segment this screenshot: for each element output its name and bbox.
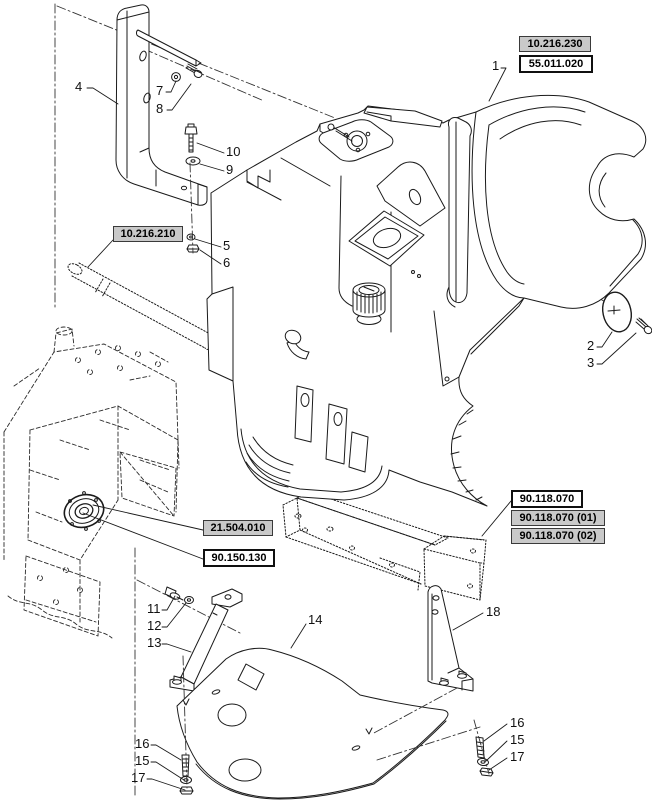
plate-hole — [228, 758, 262, 782]
foot-nut — [439, 677, 449, 686]
callout-10: 10 — [226, 144, 241, 159]
callout-16-right: 16 — [510, 715, 525, 730]
serrated-edge — [450, 409, 483, 501]
washer-12 — [184, 596, 194, 604]
callout-18: 18 — [486, 604, 501, 619]
foot-nut — [457, 670, 467, 679]
elbow-fitting — [284, 329, 310, 360]
callout-2: 2 — [587, 338, 595, 353]
bracket-18 — [427, 585, 474, 692]
callout-13: 13 — [147, 635, 162, 650]
bracket-4 — [115, 4, 208, 206]
skid-plate — [176, 647, 449, 800]
ref-box-90-118-070-02[interactable]: 90.118.070 (02) — [511, 528, 605, 544]
callout-6: 6 — [223, 255, 231, 270]
ref-box-10-216-210[interactable]: 10.216.210 — [113, 226, 183, 242]
support-rod-ref — [67, 262, 215, 350]
callout-14: 14 — [308, 612, 323, 627]
pin-rod — [136, 29, 202, 67]
bolt-10 — [184, 123, 198, 153]
transmission-housing-ref — [3, 326, 180, 639]
screw-3 — [635, 317, 652, 335]
ribs — [245, 436, 294, 488]
foot-bolt — [172, 675, 182, 685]
disc-2 — [601, 291, 633, 333]
ref-box-21-504-010[interactable]: 21.504.010 — [203, 520, 273, 536]
callout-11: 11 — [147, 601, 161, 616]
bolt-8 — [185, 63, 203, 79]
ref-box-90-118-070-01[interactable]: 90.118.070 (01) — [511, 510, 605, 526]
callout-17-left: 17 — [131, 770, 146, 785]
callout-15-right: 15 — [510, 732, 525, 747]
callout-7: 7 — [156, 83, 164, 98]
datum-marks — [182, 698, 373, 735]
callout-16-left: 16 — [135, 736, 150, 751]
washer-5 — [186, 233, 196, 241]
mount-strap — [446, 117, 472, 308]
callout-8: 8 — [156, 101, 164, 116]
plate-hole — [217, 703, 247, 727]
callout-9: 9 — [226, 162, 234, 177]
bracket-13 — [169, 588, 243, 692]
ref-box-10-216-230[interactable]: 10.216.230 — [519, 36, 591, 52]
deck-steps — [246, 169, 271, 189]
support-beam-ref — [282, 491, 487, 601]
callout-17-right: 17 — [510, 749, 525, 764]
ref-box-90-150-130[interactable]: 90.150.130 — [203, 549, 275, 567]
pto-hub — [63, 491, 105, 531]
plate-notch — [237, 663, 265, 691]
stud-16-left — [181, 754, 190, 777]
washer-7 — [171, 72, 181, 82]
filler-cap — [352, 282, 386, 325]
gusset — [376, 161, 446, 227]
washer-9 — [185, 156, 201, 166]
tank-pocket — [348, 210, 425, 267]
ref-box-90-118-070[interactable]: 90.118.070 — [511, 490, 583, 508]
washer-15-left — [180, 776, 192, 784]
axis-lines — [182, 162, 490, 789]
hose-channels — [294, 385, 369, 473]
top-bar — [363, 106, 443, 128]
leader-lines — [82, 67, 637, 791]
callout-12: 12 — [147, 618, 162, 633]
callout-1: 1 — [492, 58, 500, 73]
callout-4: 4 — [75, 79, 83, 94]
ref-box-55-011-020[interactable]: 55.011.020 — [519, 55, 593, 73]
callout-5: 5 — [223, 238, 231, 253]
fuel-sender-unit — [318, 119, 394, 162]
fuel-tank — [206, 94, 647, 507]
nut-17-left — [179, 786, 194, 795]
washer-15-right — [477, 757, 489, 767]
callout-15-left: 15 — [135, 753, 150, 768]
nut-17-right — [479, 767, 494, 777]
callout-3: 3 — [587, 355, 595, 370]
